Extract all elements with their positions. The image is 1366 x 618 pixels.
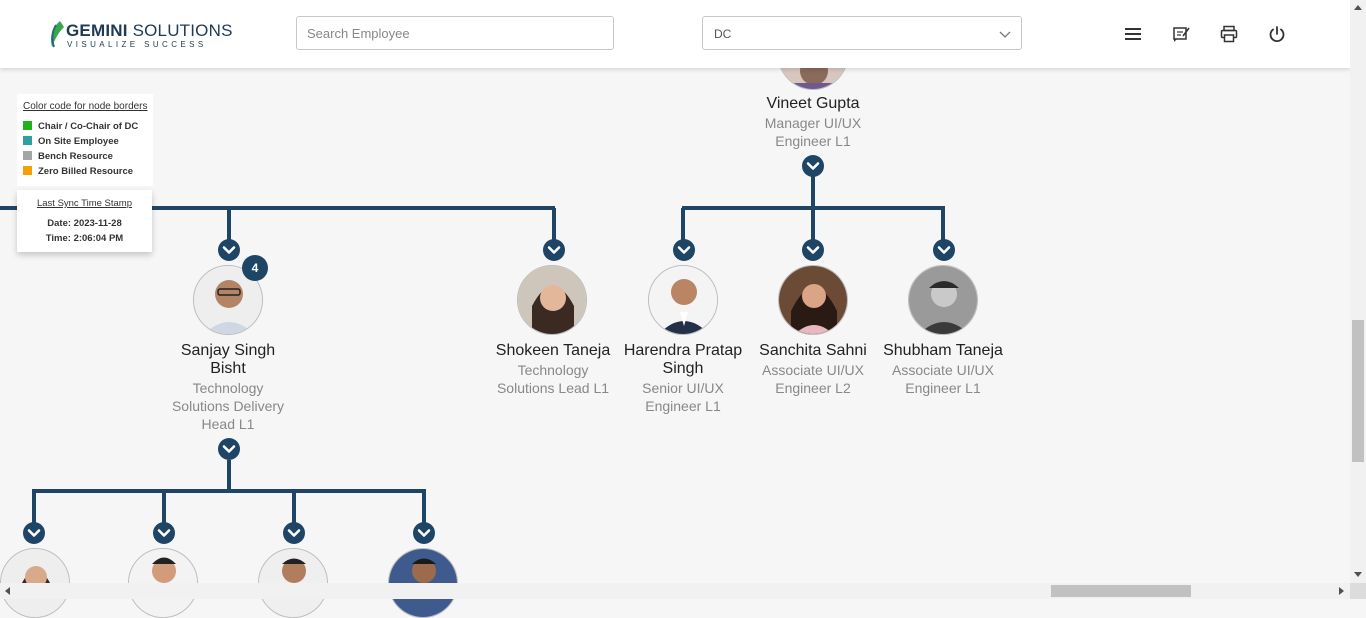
- power-icon[interactable]: [1268, 25, 1286, 43]
- expand-toggle-sanjay-bottom[interactable]: [218, 438, 240, 460]
- chevron-down-icon: [999, 31, 1011, 38]
- avatar-shubham-taneja[interactable]: [908, 265, 978, 335]
- sync-time: Time: 2:06:04 PM: [45, 233, 124, 244]
- legend-item-zero-billed: Zero Billed Resource: [23, 166, 133, 177]
- sync-timestamp-panel: Last Sync Time Stamp Date: 2023-11-28 Ti…: [17, 190, 152, 252]
- node-title-vineet-1: Manager UI/UX: [764, 115, 862, 131]
- node-name-vineet[interactable]: Vineet Gupta: [766, 95, 860, 112]
- expand-toggle-report-3[interactable]: [283, 522, 305, 544]
- legend-item-chair: Chair / Co-Chair of DC: [23, 121, 138, 132]
- legend-swatch: [23, 136, 32, 145]
- node-name-harendra-2[interactable]: Singh: [662, 360, 704, 377]
- scroll-down-arrow-icon[interactable]: [1354, 572, 1362, 577]
- avatar-shokeen-taneja[interactable]: [517, 265, 587, 335]
- node-title-shokeen-1: Technology: [517, 362, 589, 378]
- expand-toggle-report-1[interactable]: [23, 522, 45, 544]
- print-icon[interactable]: [1220, 25, 1238, 43]
- avatar-sanchita-sahni[interactable]: [778, 265, 848, 335]
- expand-toggle-shubham[interactable]: [933, 239, 955, 261]
- node-name-sanchita[interactable]: Sanchita Sahni: [759, 342, 867, 359]
- node-title-shubham-2: Engineer L1: [905, 380, 981, 396]
- scroll-up-arrow-icon[interactable]: [1354, 5, 1362, 10]
- reports-count-badge: 4: [242, 255, 268, 281]
- node-title-harendra-2: Engineer L1: [645, 398, 721, 414]
- legend-item-onsite: On Site Employee: [23, 136, 119, 147]
- node-title-sanjay-1: Technology: [192, 380, 264, 396]
- node-title-sanchita-2: Engineer L2: [775, 380, 851, 396]
- expand-toggle-shokeen[interactable]: [543, 239, 565, 261]
- department-select-value: DC: [714, 27, 732, 41]
- expand-toggle-vineet[interactable]: [802, 155, 824, 177]
- node-title-harendra-1: Senior UI/UX: [642, 380, 724, 396]
- leaf-logo-icon: [51, 21, 64, 48]
- logo-text-rest: SOLUTIONS: [127, 21, 233, 40]
- top-header: GEMINI SOLUTIONS VISUALIZE SUCCESS DC: [0, 0, 1350, 68]
- node-name-sanjay-2[interactable]: Bisht: [210, 360, 246, 377]
- avatar-harendra-pratap-singh[interactable]: [648, 265, 718, 335]
- menu-icon[interactable]: [1124, 25, 1142, 43]
- node-name-harendra-1[interactable]: Harendra Pratap: [623, 342, 743, 359]
- company-logo[interactable]: GEMINI SOLUTIONS VISUALIZE SUCCESS: [46, 17, 232, 51]
- vertical-scrollbar[interactable]: [1350, 0, 1366, 583]
- legend-title: Color code for node borders: [23, 101, 148, 112]
- scroll-right-arrow-icon[interactable]: [1339, 587, 1344, 595]
- legend-swatch: [23, 121, 32, 130]
- sync-title: Last Sync Time Stamp: [36, 198, 133, 209]
- legend-item-bench: Bench Resource: [23, 151, 113, 162]
- expand-toggle-sanjay-top[interactable]: [218, 239, 240, 261]
- node-name-sanjay-1[interactable]: Sanjay Singh: [180, 342, 276, 359]
- expand-toggle-sanchita[interactable]: [802, 239, 824, 261]
- vertical-scrollbar-thumb[interactable]: [1352, 320, 1364, 462]
- node-title-shubham-1: Associate UI/UX: [892, 362, 994, 378]
- node-name-shubham[interactable]: Shubham Taneja: [883, 342, 1003, 359]
- horizontal-scrollbar[interactable]: [0, 583, 1350, 599]
- horizontal-scrollbar-thumb[interactable]: [1051, 585, 1191, 597]
- org-chart: Vineet Gupta Manager UI/UX Engineer L1 4…: [0, 20, 1003, 618]
- feedback-icon[interactable]: [1172, 25, 1190, 43]
- node-title-sanchita-1: Associate UI/UX: [762, 362, 864, 378]
- scroll-left-arrow-icon[interactable]: [5, 587, 10, 595]
- logo-text-bold: GEMINI: [66, 21, 128, 40]
- color-legend: Color code for node borders Chair / Co-C…: [17, 94, 153, 186]
- search-employee-input[interactable]: [296, 16, 614, 50]
- connector-lines: [0, 176, 945, 523]
- node-name-shokeen[interactable]: Shokeen Taneja: [495, 342, 611, 359]
- legend-swatch: [23, 151, 32, 160]
- legend-swatch: [23, 166, 32, 175]
- expand-toggle-report-2[interactable]: [153, 522, 175, 544]
- expand-toggle-harendra[interactable]: [673, 239, 695, 261]
- scrollbar-corner: [1350, 583, 1366, 599]
- node-title-sanjay-3: Head L1: [201, 416, 255, 432]
- expand-toggle-report-4[interactable]: [413, 522, 435, 544]
- department-select[interactable]: DC: [702, 16, 1022, 50]
- logo-tagline: VISUALIZE SUCCESS: [67, 40, 207, 49]
- node-title-sanjay-2: Solutions Delivery: [171, 398, 285, 414]
- avatar-sanjay-singh-bisht[interactable]: [193, 265, 263, 335]
- node-title-shokeen-2: Solutions Lead L1: [496, 380, 610, 396]
- sync-date: Date: 2023-11-28: [47, 218, 122, 229]
- node-title-vineet-2: Engineer L1: [775, 133, 851, 149]
